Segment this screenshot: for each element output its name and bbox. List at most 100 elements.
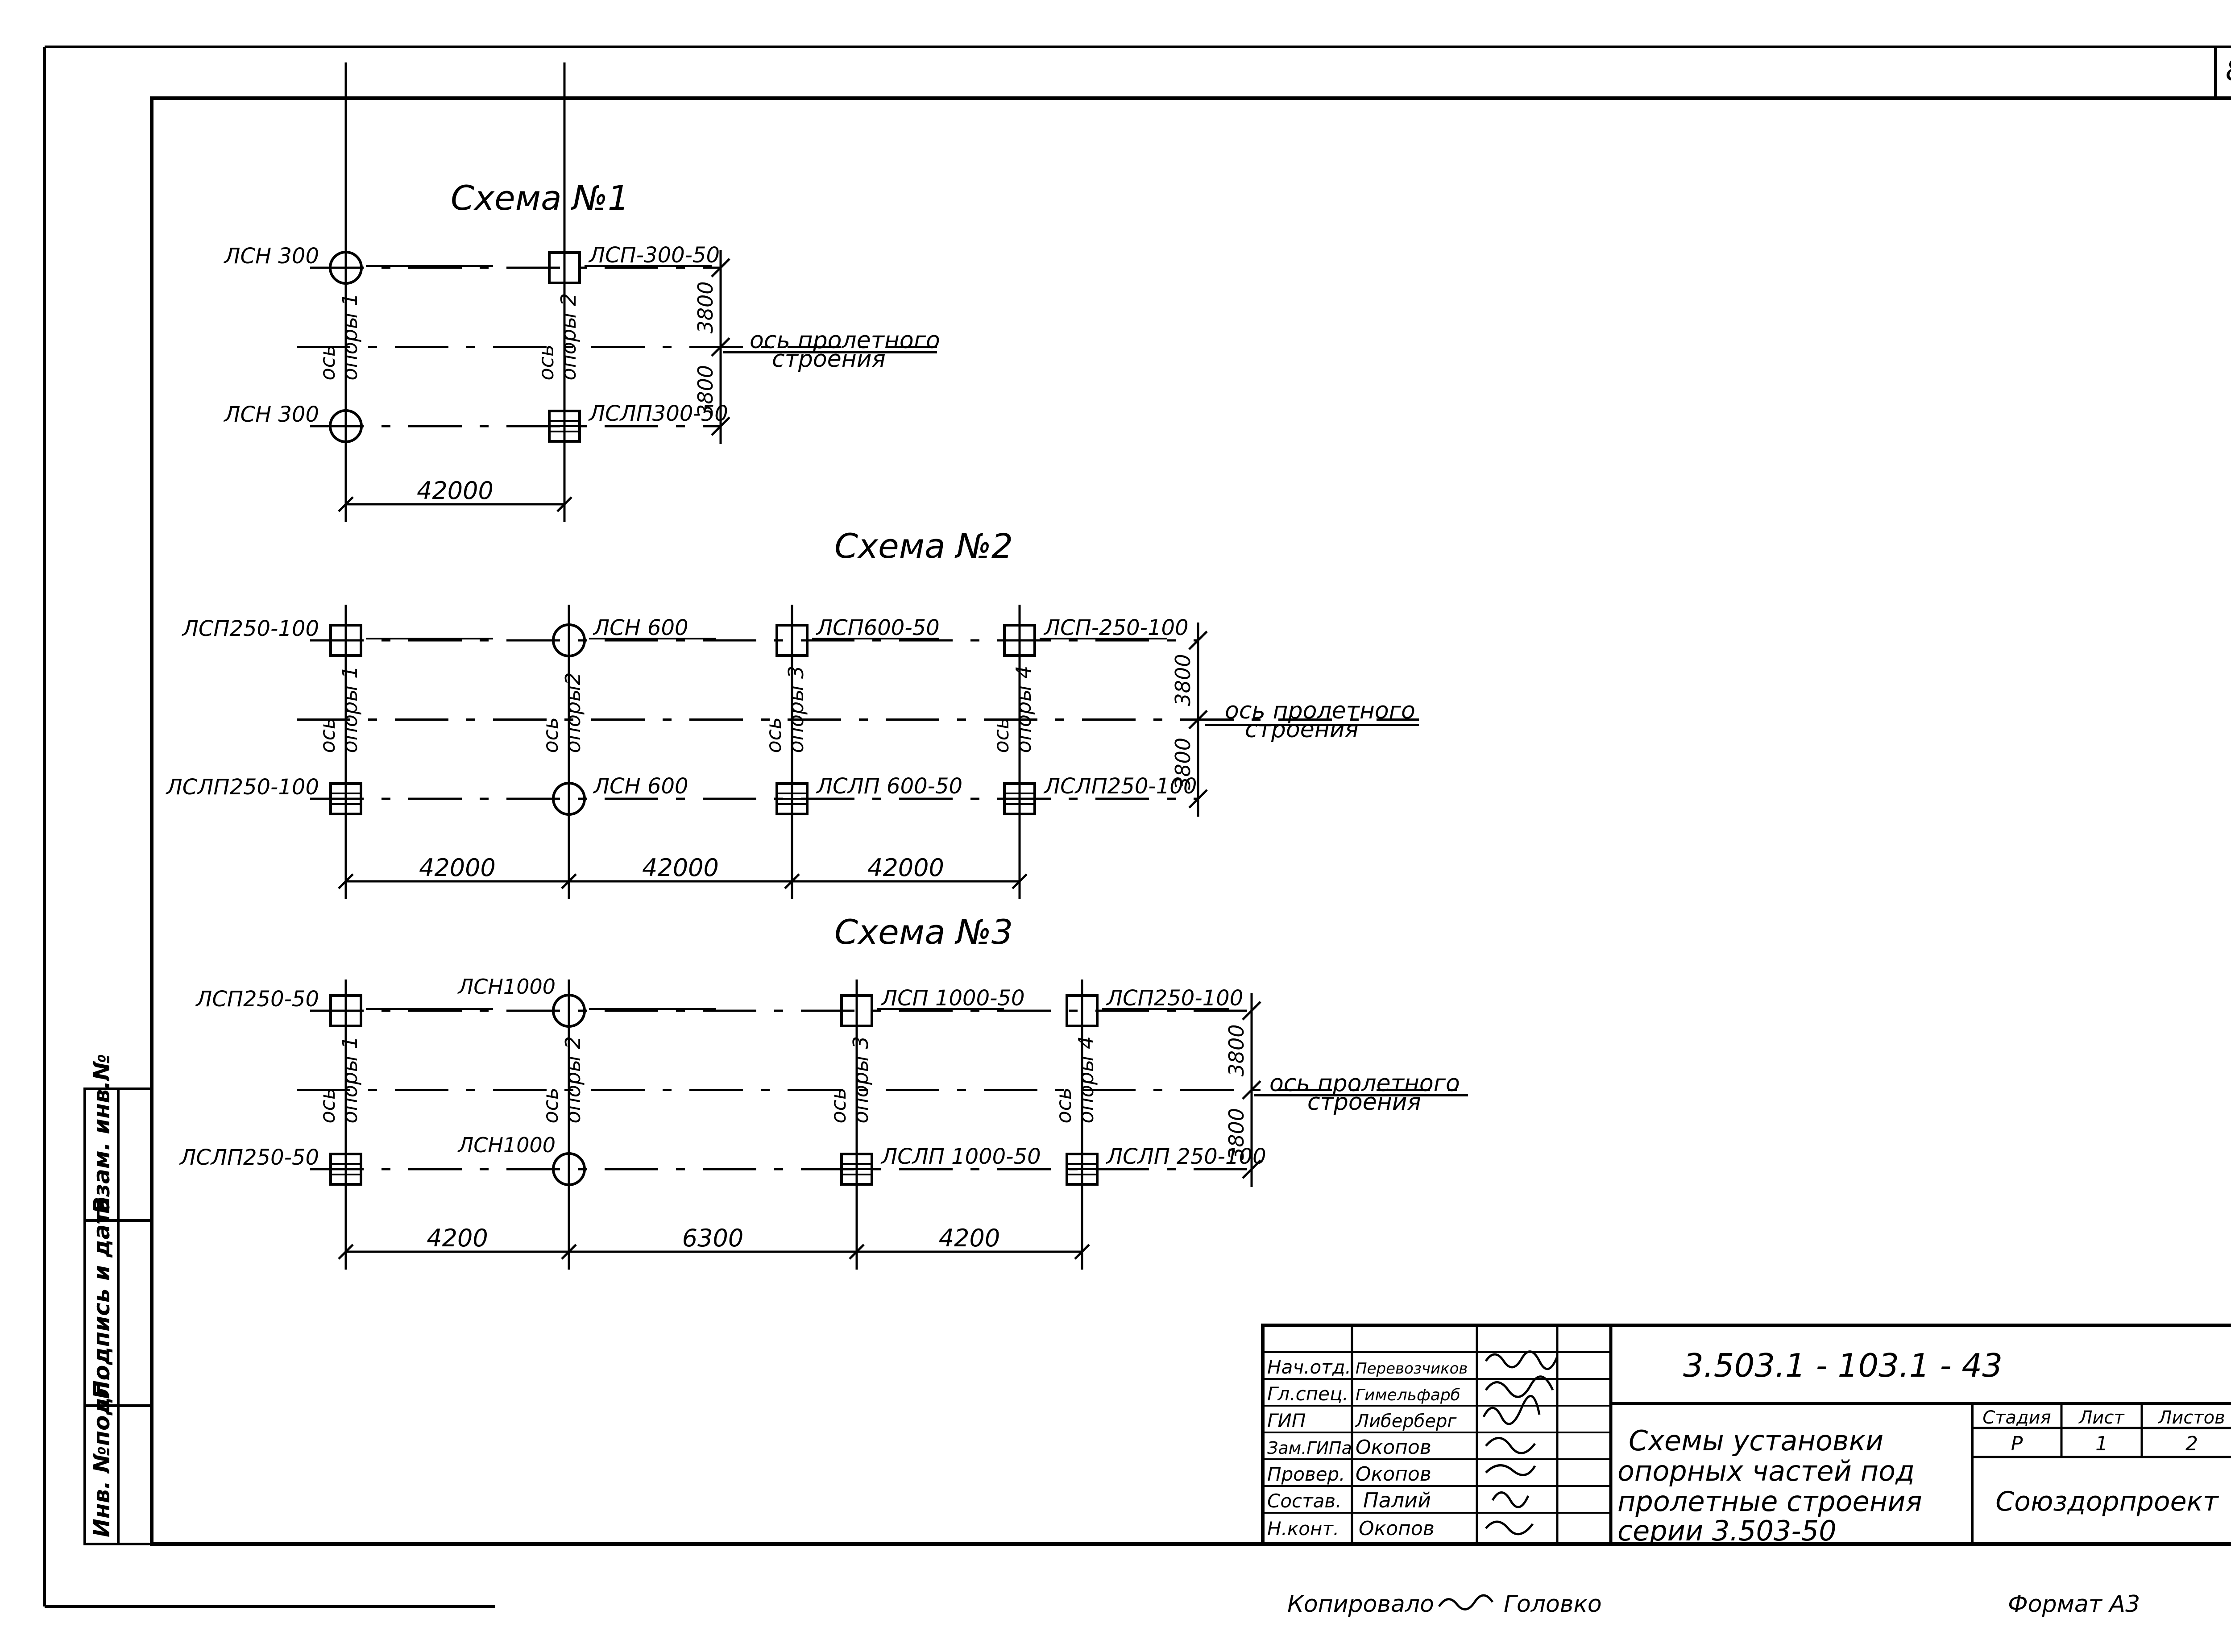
scheme-3-support-3-bottom-label: ЛСЛП 1000-50 bbox=[880, 1144, 1041, 1169]
scheme-3-support-1-top-symbol bbox=[329, 994, 362, 1027]
staff-name-1: Перевозчиков bbox=[1356, 1360, 1468, 1378]
scheme-1-support-2-bottom-label: ЛСЛП300-50 bbox=[588, 401, 728, 426]
side-stamp bbox=[83, 1087, 153, 1545]
scheme-1-support-1-axis-name: опоры 1 bbox=[338, 293, 362, 381]
scheme-3-hdim-tick-1 bbox=[561, 1244, 577, 1260]
scheme-2-support-2-top-symbol bbox=[552, 623, 586, 657]
sheets-header: Листов bbox=[2157, 1407, 2225, 1428]
scheme-2-support-2-top-label: ЛСН 600 bbox=[593, 615, 688, 640]
scheme-3-support-2-axis-word: ось bbox=[539, 1087, 563, 1124]
scheme-3-axis-label-1: ось пролетного bbox=[1269, 1070, 1460, 1097]
scheme-1-hdim-tick-0 bbox=[338, 496, 354, 512]
scheme-1-support-2-axis-name: опоры 2 bbox=[556, 293, 581, 381]
staff-role-3: ГИП bbox=[1267, 1410, 1306, 1432]
scheme-1-support-2-top-label: ЛСП-300-50 bbox=[588, 243, 720, 268]
scheme-2-vdim-tick-1 bbox=[1188, 710, 1208, 730]
page-number-box: 87 bbox=[2214, 47, 2231, 98]
doc-title-line-2: опорных частей под bbox=[1617, 1455, 1915, 1487]
scheme-1-title: Схема №1 bbox=[451, 178, 629, 218]
scheme-2-span-1: 42000 bbox=[419, 854, 496, 882]
sheet-header: Лист bbox=[2078, 1407, 2125, 1428]
scheme-3-support-4-top-symbol bbox=[1066, 994, 1099, 1027]
page-number: 87 bbox=[2226, 53, 2231, 87]
scheme-3-support-4-axis-word: ось bbox=[1052, 1087, 1076, 1124]
organization: Союздорпроект bbox=[1995, 1486, 2219, 1517]
staff-role-4: Зам.ГИПа bbox=[1267, 1438, 1352, 1458]
scheme-3-support-4-axis-name: опоры 4 bbox=[1074, 1036, 1098, 1124]
copied-by-name: Головко bbox=[1504, 1591, 1602, 1618]
staff-role-2: Гл.спец. bbox=[1267, 1383, 1348, 1405]
scheme-1-vdim-tick-2 bbox=[711, 416, 730, 436]
title-block bbox=[1261, 1324, 2231, 1546]
copied-by-signature bbox=[1438, 1594, 1494, 1610]
scheme-3-support-3-axis-name: опоры 3 bbox=[849, 1036, 873, 1124]
scheme-1-vdim-tick-0 bbox=[711, 258, 730, 278]
signatures bbox=[1482, 1350, 1559, 1536]
scheme-2-support-1-top-label: ЛСП250-100 bbox=[182, 616, 319, 641]
scheme-2-vdim-tick-0 bbox=[1188, 631, 1208, 650]
scheme-2-hdim-tick-2 bbox=[784, 873, 800, 889]
scheme-1-support-2-top-symbol bbox=[548, 251, 581, 284]
scheme-1-vdim-2: 3800 bbox=[693, 365, 717, 417]
scheme-2-support-1-axis-name: опоры 1 bbox=[338, 666, 362, 753]
sheets-value: 2 bbox=[2185, 1432, 2198, 1455]
scheme-2-support-4-top-label: ЛСП-250-100 bbox=[1043, 615, 1189, 640]
staff-name-7: Окопов bbox=[1359, 1517, 1435, 1540]
staff-role-7: Н.конт. bbox=[1267, 1518, 1339, 1540]
scheme-1-support-2-axis-word: ось bbox=[534, 345, 558, 381]
scheme-3-hdim-tick-3 bbox=[1074, 1244, 1090, 1260]
scheme-2-support-1-axis-word: ось bbox=[315, 717, 340, 753]
scheme-1-axis-label-2: строения bbox=[772, 346, 886, 373]
scheme-3-vdim-1: 3800 bbox=[1224, 1024, 1248, 1076]
scheme-2-support-3-axis-name: опоры 3 bbox=[784, 666, 808, 753]
scheme-2-span-2: 42000 bbox=[642, 854, 719, 882]
side-stamp-inv: Инв. №подл. bbox=[89, 1373, 115, 1537]
scheme-3-support-1-bottom-label: ЛСЛП250-50 bbox=[179, 1145, 319, 1170]
scheme-3-hdim-tick-2 bbox=[849, 1244, 865, 1260]
scheme-1-support-1-bottom-symbol bbox=[329, 409, 363, 443]
doc-code: 3.503.1 - 103.1 - 43 bbox=[1683, 1347, 2003, 1384]
scheme-3-support-4-bottom-label: ЛСЛП 250-100 bbox=[1106, 1144, 1266, 1169]
scheme-1-span-1: 42000 bbox=[417, 477, 493, 505]
scheme-3-support-2-axis-name: опоры 2 bbox=[561, 1036, 585, 1124]
scheme-1-support-1-axis-word: ось bbox=[315, 345, 340, 381]
scheme-2-vdim-1: 3800 bbox=[1171, 654, 1195, 706]
scheme-3-support-1-axis-name: опоры 1 bbox=[338, 1036, 362, 1124]
sheet-format: Формат А3 bbox=[2008, 1591, 2140, 1618]
scheme-3-support-1-top-label: ЛСП250-50 bbox=[195, 987, 319, 1012]
scheme-3-vdim-tick-0 bbox=[1242, 1001, 1261, 1021]
staff-name-5: Окопов bbox=[1356, 1463, 1431, 1486]
scheme-2-support-4-axis-word: ось bbox=[989, 717, 1013, 753]
scheme-3-support-3-axis-word: ось bbox=[826, 1087, 850, 1124]
scheme-3-span-1: 4200 bbox=[427, 1224, 488, 1252]
scheme-2-axis-label-1: ось пролетного bbox=[1225, 697, 1415, 724]
scheme-1-axis-label-1: ось пролетного bbox=[750, 327, 940, 354]
scheme-2-support-4-axis-name: опоры 4 bbox=[1012, 666, 1036, 753]
stage-header: Стадия bbox=[1982, 1407, 2051, 1428]
scheme-3-span-3: 4200 bbox=[939, 1224, 1000, 1252]
staff-name-3: Либерберг bbox=[1355, 1411, 1457, 1432]
scheme-3-support-2-top-label: ЛСН1000 bbox=[457, 975, 556, 999]
staff-name-2: Гимельфарб bbox=[1356, 1386, 1460, 1404]
scheme-2-support-2-bottom-label: ЛСН 600 bbox=[593, 774, 688, 799]
staff-role-5: Провер. bbox=[1267, 1463, 1345, 1485]
scheme-2-vdim-2: 3800 bbox=[1171, 738, 1195, 790]
scheme-3-support-2-bottom-symbol bbox=[552, 1152, 586, 1186]
scheme-1-vdim-1: 3800 bbox=[693, 281, 717, 333]
scheme-3-vdim-tick-2 bbox=[1242, 1159, 1261, 1179]
side-stamp-sign: Подпись и дата bbox=[89, 1196, 115, 1399]
sheet-value: 1 bbox=[2095, 1432, 2108, 1455]
scheme-2-support-4-bottom-label: ЛСЛП250-100 bbox=[1043, 774, 1197, 799]
scheme-2-title: Схема №2 bbox=[834, 526, 1013, 566]
staff-name-6: Палий bbox=[1363, 1488, 1431, 1512]
scheme-2-axis-label-2: строения bbox=[1245, 716, 1359, 743]
scheme-3-support-2-top-symbol bbox=[552, 994, 586, 1028]
stage-value: Р bbox=[2011, 1432, 2023, 1455]
scheme-3-vdim-tick-1 bbox=[1242, 1080, 1261, 1100]
staff-role-6: Состав. bbox=[1267, 1490, 1341, 1512]
staff-name-4: Окопов bbox=[1356, 1436, 1431, 1459]
side-stamp-replace: Взам. инв.№ bbox=[89, 1054, 115, 1214]
scheme-3-support-3-top-label: ЛСП 1000-50 bbox=[880, 986, 1025, 1011]
scheme-3-hdim-tick-0 bbox=[338, 1244, 354, 1260]
